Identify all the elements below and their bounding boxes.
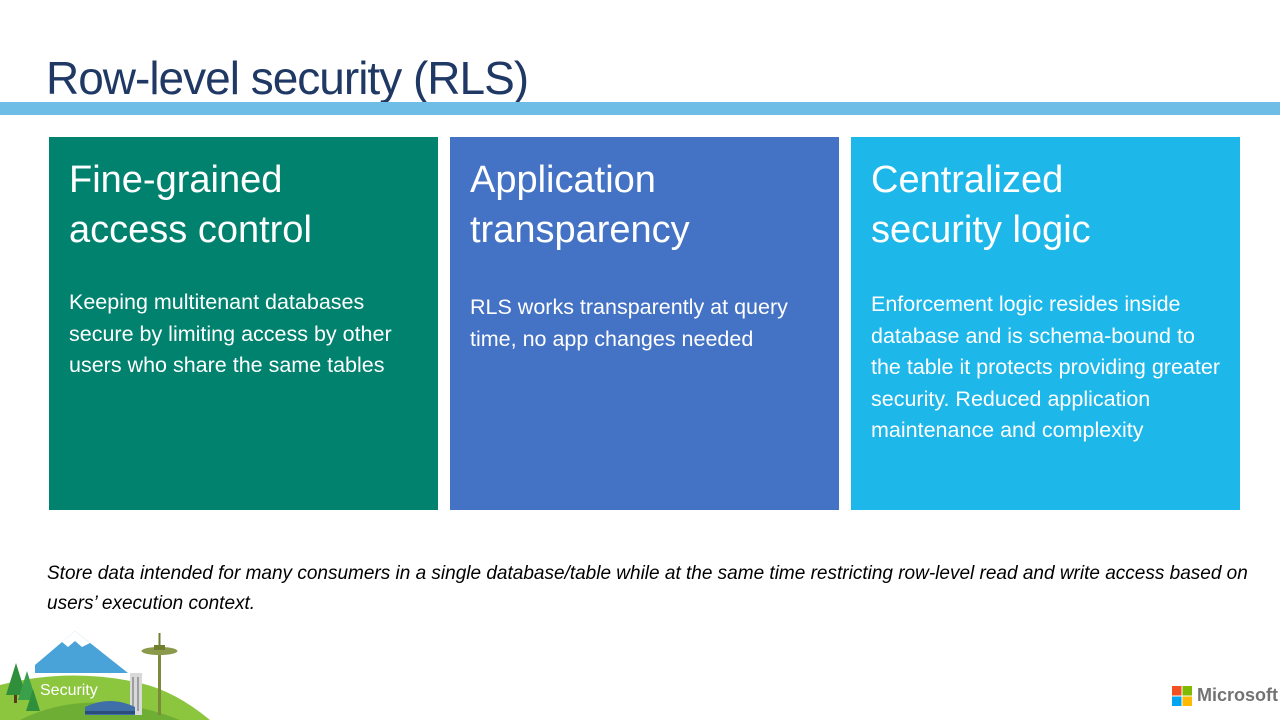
card-heading: Fine-grained access control [69, 159, 312, 251]
slide-title: Row-level security (RLS) [46, 52, 529, 104]
card-application-transparency: Application transparency RLS works trans… [450, 137, 839, 510]
card-heading: Application transparency [470, 159, 690, 251]
card-heading: Centralized security logic [871, 159, 1091, 251]
card-centralized-security-logic: Centralized security logic Enforcement l… [851, 137, 1240, 510]
title-underline-bar [0, 102, 1280, 115]
card-body: Enforcement logic resides inside databas… [871, 292, 1220, 442]
security-badge-label: Security [40, 682, 98, 699]
seattle-skyline-icon [0, 631, 210, 720]
slide-caption: Store data intended for many consumers i… [47, 563, 1248, 614]
microsoft-wordmark: Microsoft [1197, 685, 1278, 705]
card-body: RLS works transparently at query time, n… [470, 295, 788, 351]
card-fine-grained-access: Fine-grained access control Keeping mult… [49, 137, 438, 510]
card-body: Keeping multitenant databases secure by … [69, 290, 392, 377]
microsoft-logo-icon [1172, 686, 1192, 706]
